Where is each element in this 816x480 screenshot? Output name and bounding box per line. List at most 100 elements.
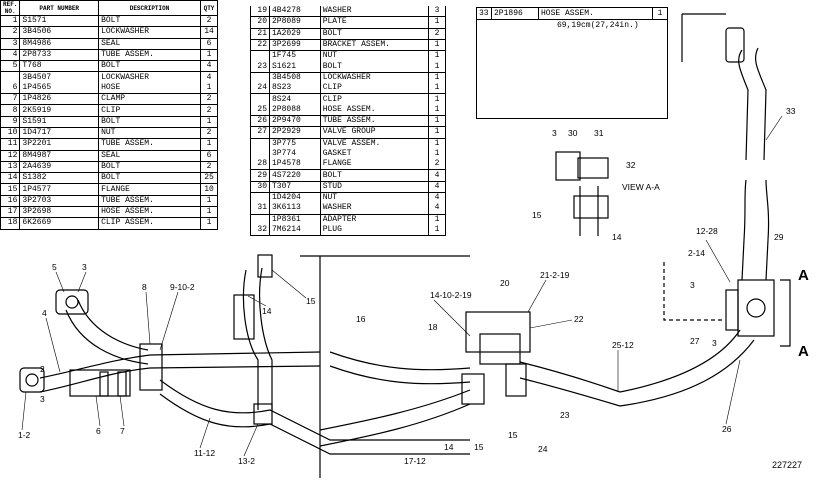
callout-16: 16: [356, 314, 366, 324]
qty-cell: 1: [428, 72, 446, 84]
ref-no-cell: 12: [0, 150, 21, 162]
table-header-row: REF. NO. PART NUMBER DESCRIPTION QTY: [0, 0, 218, 16]
hose-33-upper: [738, 49, 749, 161]
ref-no-cell: [250, 138, 270, 149]
description-cell: GASKET: [319, 148, 430, 160]
qty-cell: 2: [428, 159, 446, 171]
callout-7: 7: [120, 426, 125, 436]
ref-no-cell: [0, 71, 21, 83]
view-callout-14: 14: [612, 232, 622, 242]
description-cell: BOLT: [319, 61, 430, 73]
part-cell: 2P1896: [492, 8, 539, 19]
qty-cell: 4: [428, 192, 446, 204]
callout-22: 22: [574, 314, 584, 324]
ref-no-cell: 30: [250, 181, 270, 194]
callout-4: 4: [42, 308, 47, 318]
qty-cell: 1: [428, 61, 446, 73]
ref-no-cell: 22: [250, 39, 270, 52]
callout-25-12: 25-12: [612, 340, 634, 350]
ref-no-cell: 1: [0, 15, 21, 28]
diagram-lines: [19, 13, 791, 478]
tube-vertical: [242, 269, 259, 410]
callout-21-2-19: 21-2-19: [540, 270, 570, 280]
callout-5: 5: [52, 262, 57, 272]
flange-15b: [505, 363, 527, 397]
qty-cell: 1: [200, 138, 218, 151]
ref-no-cell: 23: [250, 61, 270, 73]
view-flange: [555, 151, 581, 181]
callout-14b: 14: [444, 442, 454, 452]
qty-cell: 1: [428, 214, 446, 225]
ref-no-cell: 28: [250, 159, 270, 171]
callout-14-10-2-19: 14-10-2-19: [430, 290, 472, 300]
tube-11-12-edge: [159, 393, 470, 455]
ref-no-cell: 26: [250, 115, 270, 128]
qty-cell: 1: [657, 9, 663, 18]
tube-26: [619, 329, 741, 393]
flange-port: [65, 295, 79, 309]
callout-29: 29: [774, 232, 784, 242]
qty-cell: 4: [200, 60, 218, 73]
qty-cell: 4: [428, 169, 446, 182]
section-line: [780, 279, 791, 347]
ref-no-cell: 8: [0, 104, 21, 117]
ref-no-cell: [250, 214, 270, 225]
qty-cell: 4: [428, 181, 446, 194]
ref-no-cell: 19: [250, 6, 270, 18]
hose-fitting-top: [725, 27, 745, 63]
tube-11-12: [159, 379, 470, 441]
flange-28: [725, 289, 739, 331]
description-cell: WASHER: [319, 203, 430, 215]
qty-cell: 1: [428, 93, 446, 105]
hose-33-edge: [765, 179, 770, 281]
view-valve: [577, 157, 609, 179]
qty-cell: 6: [200, 150, 218, 162]
section-mark-a-bottom: A: [798, 343, 809, 360]
ref-no-cell: 15: [0, 183, 21, 196]
callout-24: 24: [538, 444, 548, 454]
callouts: 5 3 8 9-10-2 4 2 3 1-2 6 7 11-12 13-2 14…: [18, 106, 809, 466]
ref-no-cell: 17: [0, 206, 21, 219]
dashed-outline: [663, 262, 722, 321]
hose-33-upper-edge: [754, 47, 767, 161]
ref-no-header: REF. NO.: [0, 0, 21, 16]
clamp-7b: [117, 371, 127, 397]
qty-cell: 25: [200, 172, 218, 185]
qty-cell: 10: [200, 183, 218, 196]
desc-cell: HOSE ASSEM.: [539, 8, 653, 19]
description-cell: CLIP: [319, 93, 430, 105]
callout-14a: 14: [262, 306, 272, 316]
qty-cell: 6: [200, 38, 218, 50]
view-label: VIEW A-A: [622, 182, 660, 192]
qty-cell: 14: [200, 26, 218, 39]
qty-cell: 1: [200, 116, 218, 128]
qty-cell: 1: [200, 217, 218, 230]
callout-20: 20: [500, 278, 510, 288]
view-callout-3: 3: [552, 128, 557, 138]
callout-2-14: 2-14: [688, 248, 705, 258]
tube-16: [329, 351, 471, 371]
callout-3: 3: [82, 262, 87, 272]
callout-23: 23: [560, 410, 570, 420]
tube-elbow-edge: [65, 309, 149, 365]
view-callout-32: 32: [626, 160, 636, 170]
tube-16-edge: [329, 365, 471, 385]
description-cell: VALVE GROUP: [319, 126, 430, 139]
qty-cell: 1: [428, 16, 446, 29]
